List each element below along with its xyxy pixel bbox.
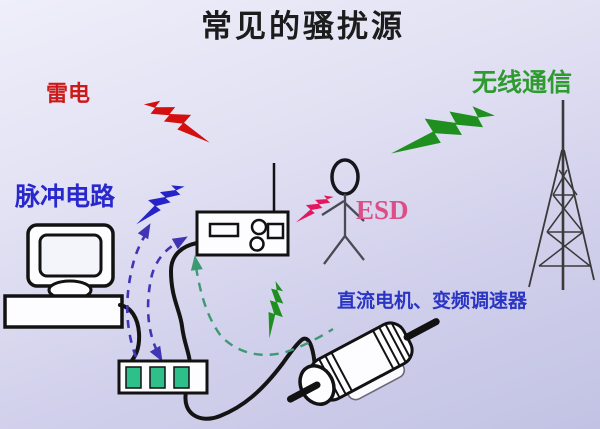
computer-icon bbox=[3, 223, 124, 329]
motor-shaft-front bbox=[287, 381, 321, 403]
pulse-bolt-blue-icon bbox=[127, 180, 191, 225]
motor-bolt-green-small-icon bbox=[259, 280, 291, 339]
lightning-bolt-red-icon bbox=[138, 97, 217, 143]
pulse-circuit-label: 脉冲电路 bbox=[14, 182, 116, 211]
interference-path-blue-right bbox=[146, 241, 178, 352]
power-strip-icon bbox=[117, 359, 209, 395]
arrowhead-green-icon bbox=[188, 254, 203, 271]
person-arms bbox=[321, 200, 365, 222]
power-strip-socket bbox=[125, 366, 142, 389]
dc-motor-label: 直流电机、变频调速器 bbox=[337, 289, 528, 312]
arrowhead-blue-top-left-icon bbox=[137, 220, 156, 240]
motor-fins-rear bbox=[372, 321, 412, 370]
motor-icon bbox=[287, 318, 440, 406]
power-strip-socket bbox=[149, 366, 166, 389]
motor-shaft-rear bbox=[403, 318, 440, 341]
antenna-tower-icon bbox=[528, 100, 595, 290]
interference-path-green bbox=[194, 266, 334, 356]
person-head bbox=[330, 158, 360, 196]
radio-device-icon bbox=[195, 163, 290, 257]
radio-display bbox=[208, 222, 240, 238]
lightning-label: 雷电 bbox=[46, 81, 90, 106]
computer-screen bbox=[38, 233, 103, 278]
cable-radio-to-strip bbox=[168, 241, 199, 365]
interference-path-blue-left bbox=[125, 233, 148, 358]
computer-base bbox=[3, 294, 124, 329]
radio-knob-bottom bbox=[249, 236, 265, 252]
person-legs bbox=[323, 235, 365, 265]
wireless-comm-label: 无线通信 bbox=[472, 68, 572, 97]
radio-body bbox=[195, 210, 290, 257]
person-icon bbox=[321, 158, 365, 265]
conducted-interference-paths bbox=[125, 233, 178, 358]
cable-strip-to-motor bbox=[183, 336, 317, 421]
esd-label: ESD bbox=[356, 195, 409, 225]
page-title: 常见的骚扰源 bbox=[201, 9, 405, 44]
radio-knob-top bbox=[250, 218, 268, 236]
wireless-bolt-green-icon bbox=[388, 104, 498, 154]
esd-bolt-pink-icon bbox=[290, 192, 338, 223]
radio-button bbox=[266, 222, 285, 240]
power-strip-socket bbox=[173, 366, 190, 389]
